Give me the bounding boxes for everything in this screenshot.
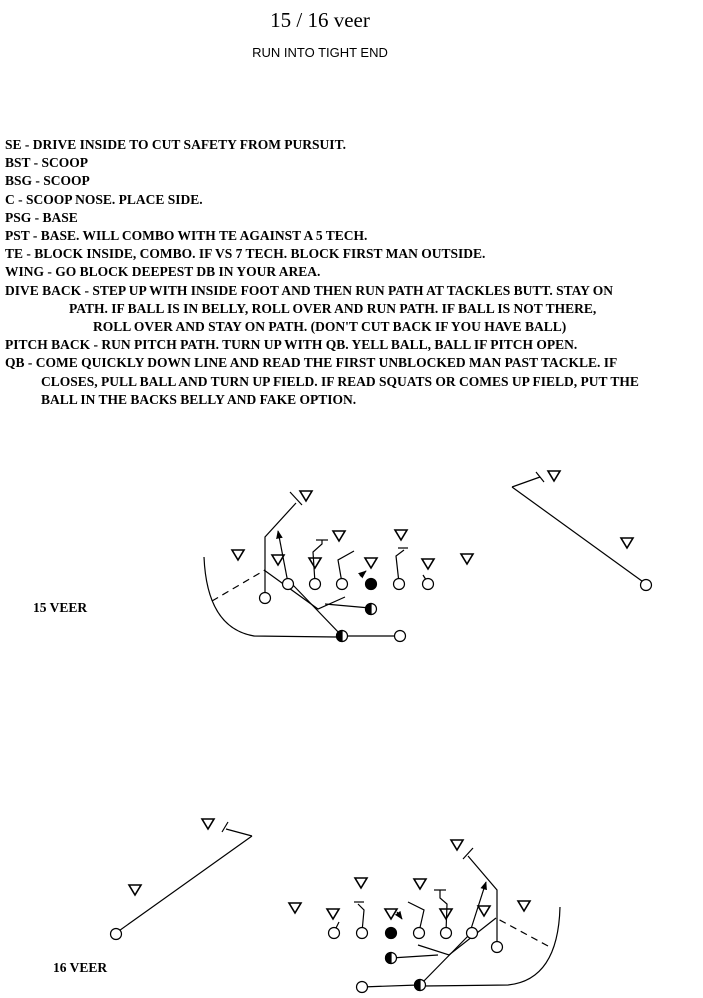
player-circle [392, 577, 406, 591]
defender-triangle [307, 557, 323, 570]
offense-15 [258, 577, 653, 643]
defender-triangle [127, 884, 143, 897]
player-circle [258, 591, 272, 605]
player-circle [439, 926, 453, 940]
assignment-te: TE - BLOCK INSIDE, COMBO. IF VS 7 TECH. … [5, 246, 486, 262]
play-label-16-veer: 16 VEER [53, 960, 108, 975]
player-circle [355, 926, 369, 940]
defender-triangle [230, 549, 246, 562]
assignment-psg: PSG - BASE [5, 209, 78, 225]
assignment-bst: BST - SCOOP [5, 155, 89, 171]
defender-triangle [393, 529, 409, 542]
defender-triangle [200, 818, 216, 831]
defender-triangle [516, 900, 532, 913]
defender-triangle [353, 877, 369, 890]
center-filled-circle [364, 577, 378, 591]
defenders-15 [230, 470, 635, 571]
player-circle [308, 577, 322, 591]
assignment-list: SE - DRIVE INSIDE TO CUT SAFETY FROM PUR… [5, 136, 703, 409]
assignment-dive-back-cont1: PATH. IF BALL IS IN BELLY, ROLL OVER AND… [69, 300, 597, 316]
defender-triangle [287, 902, 303, 915]
assignment-dive-back-cont2: ROLL OVER AND STAY ON PATH. (DON'T CUT B… [93, 319, 567, 335]
player-circle [639, 578, 653, 592]
offense-16 [109, 926, 504, 994]
defender-triangle [270, 554, 286, 567]
player-circle [421, 577, 435, 591]
defender-triangle [546, 470, 562, 483]
assignment-qb-cont1: CLOSES, PULL BALL AND TURN UP FIELD. IF … [41, 373, 639, 389]
assignment-dive-back: DIVE BACK - STEP UP WITH INSIDE FOOT AND… [5, 282, 614, 298]
player-circle [281, 577, 295, 591]
defender-triangle [459, 553, 475, 566]
routes-16 [115, 821, 561, 988]
player-circle [327, 926, 341, 940]
player-circle [335, 577, 349, 591]
defender-triangle [325, 908, 341, 921]
defender-triangle [420, 558, 436, 571]
assignment-qb: QB - COME QUICKLY DOWN LINE AND READ THE… [5, 355, 618, 371]
assignment-pst: PST - BASE. WILL COMBO WITH TE AGAINST A… [5, 228, 368, 244]
defender-triangle [619, 537, 635, 550]
player-circle [412, 926, 426, 940]
player-circle [393, 629, 407, 643]
routes-15 [203, 471, 647, 638]
defender-triangle [331, 530, 347, 543]
page-title: 15 / 16 veer [270, 8, 370, 32]
assignment-pitch-back: PITCH BACK - RUN PITCH PATH. TURN UP WIT… [5, 337, 578, 353]
player-circle [490, 940, 504, 954]
assignment-bsg: BSG - SCOOP [5, 173, 90, 189]
assignment-c: C - SCOOP NOSE. PLACE SIDE. [5, 191, 203, 207]
play-label-15-veer: 15 VEER [33, 600, 88, 615]
defender-triangle [298, 490, 314, 503]
page-subtitle: RUN INTO TIGHT END [252, 45, 388, 60]
defender-triangle [438, 908, 454, 921]
assignment-qb-cont2: BALL IN THE BACKS BELLY AND FAKE OPTION. [41, 391, 357, 407]
defender-triangle [412, 878, 428, 891]
defender-triangle [476, 905, 492, 918]
diagram-16-veer [109, 818, 561, 994]
defenders-16 [127, 818, 532, 921]
assignment-wing: WING - GO BLOCK DEEPEST DB IN YOUR AREA. [5, 264, 321, 280]
player-circle [465, 926, 479, 940]
defender-triangle [383, 908, 399, 921]
assignment-se: SE - DRIVE INSIDE TO CUT SAFETY FROM PUR… [5, 137, 346, 152]
diagram-15-veer [203, 470, 653, 643]
center-filled-circle [384, 926, 398, 940]
defender-triangle [449, 839, 465, 852]
player-circle [355, 980, 369, 994]
player-circle [109, 927, 123, 941]
defender-triangle [363, 557, 379, 570]
